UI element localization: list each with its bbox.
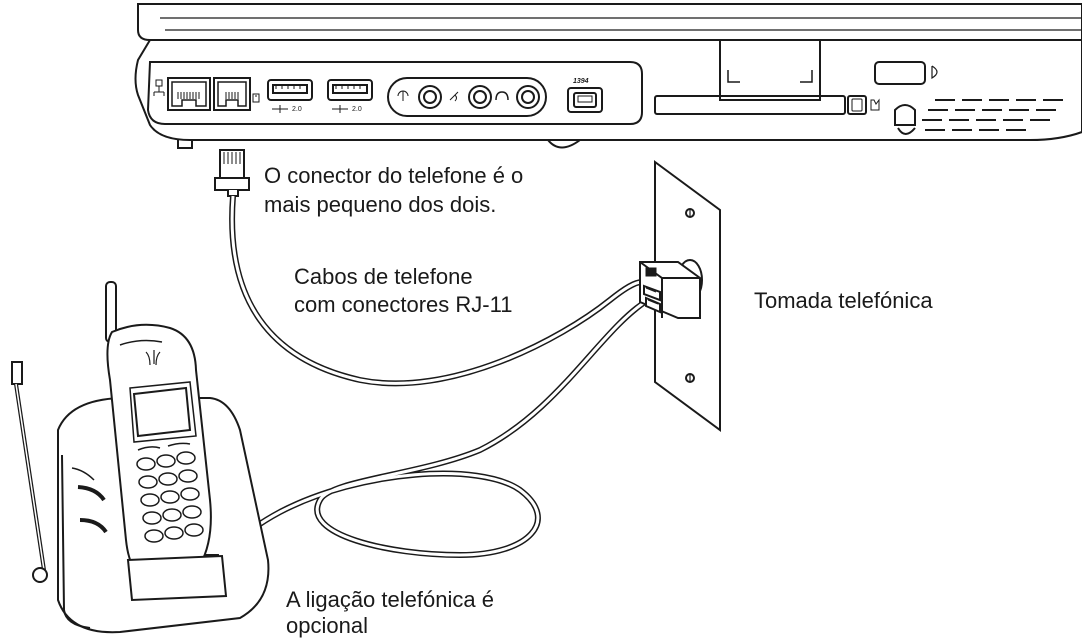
usb-port-1-label: 2.0 xyxy=(292,106,302,114)
wall-socket-label: Tomada telefónica xyxy=(754,288,933,314)
cordless-phone xyxy=(12,282,268,632)
cable-wall-to-phone xyxy=(240,300,648,555)
optional-note-line1: A ligação telefónica é xyxy=(286,587,494,613)
rj11-plug xyxy=(215,150,249,196)
connector-note-line1: O conector do telefone é o xyxy=(264,163,523,189)
wall-socket xyxy=(640,162,720,430)
hinge-block xyxy=(720,40,820,100)
optional-note-line2: opcional xyxy=(286,613,368,639)
firewire-port-label: 1394 xyxy=(573,78,589,86)
laptop-lid xyxy=(138,4,1082,40)
cables-label-line1: Cabos de telefone xyxy=(294,264,473,290)
cables xyxy=(232,196,648,555)
cables-label-line2: com conectores RJ-11 xyxy=(294,292,512,318)
laptop xyxy=(136,4,1082,148)
connector-note-line2: mais pequeno dos dois. xyxy=(264,192,496,218)
usb-port-2-label: 2.0 xyxy=(352,106,362,114)
base-antenna-tip xyxy=(12,362,22,384)
laptop-foot-left xyxy=(178,140,192,148)
handset-screen xyxy=(134,388,190,436)
laptop-foot-mid xyxy=(548,140,580,148)
